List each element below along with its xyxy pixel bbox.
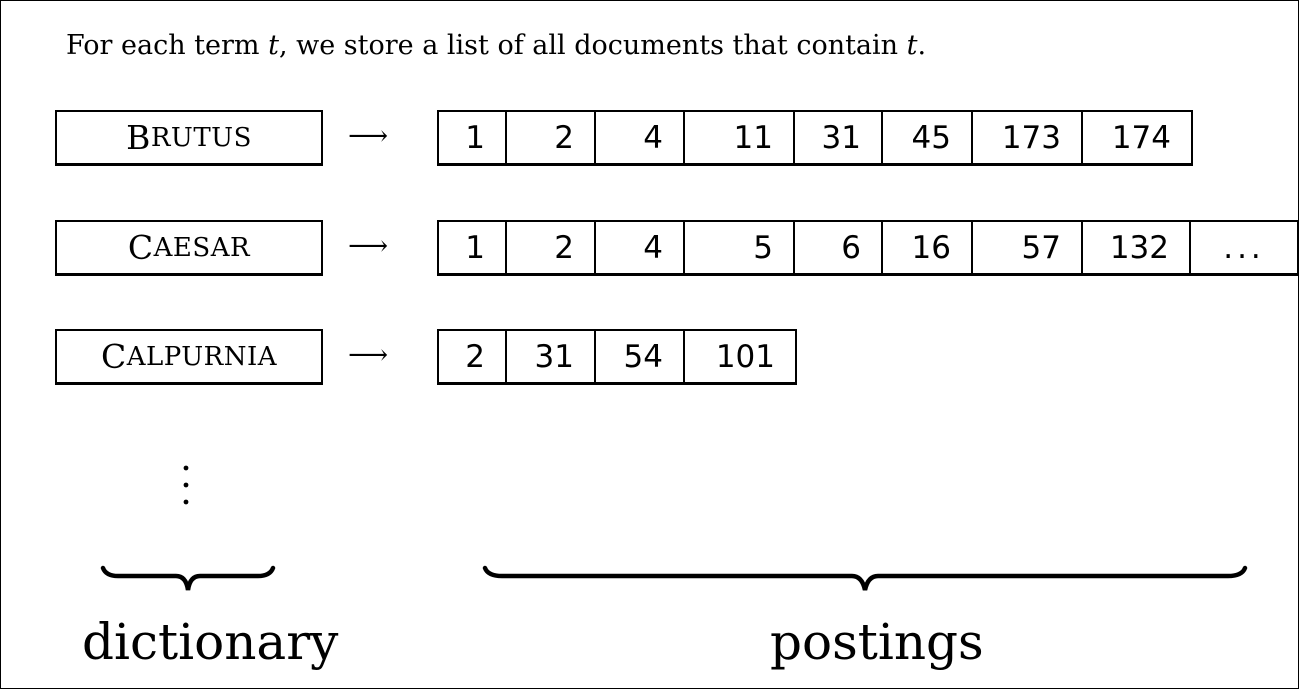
posting-cell: 45 [883,112,973,163]
posting-cell: 101 [715,338,775,375]
postings-label: postings [770,613,984,671]
term-rest: RUTUS [150,122,252,153]
posting-cell: 174 [1111,119,1171,156]
dictionary-label: dictionary [82,613,339,671]
posting-cell: 31 [507,331,596,382]
postings-brace-icon [482,565,1248,591]
posting-cell: 1 [439,112,507,163]
posting-cell: 1 [439,222,507,273]
posting-cell: 4 [596,112,685,163]
term-rest: ALPURNIA [126,341,278,372]
arrow-icon: ⟶ [348,338,389,371]
posting-cell: 4 [596,222,685,273]
term-initial: C [100,337,127,376]
term-initial: B [126,118,151,157]
intro-middle: , we store a list of all documents that … [278,30,907,61]
intro-suffix: . [917,30,927,61]
posting-cell: 2 [507,112,596,163]
term-initial: C [127,228,154,267]
posting-ellipsis: ... [1223,229,1265,266]
intro-term-variable-1: t [268,30,279,61]
arrow-icon: ⟶ [348,229,389,262]
vertical-ellipsis-icon [183,465,189,505]
postings-list-caesar: 1 2 4 5 6 16 57 132 ... [437,220,1299,276]
dictionary-brace-icon [100,565,276,591]
term-rest: AESAR [153,232,251,263]
arrow-icon: ⟶ [348,119,389,152]
posting-cell: 54 [596,331,685,382]
posting-cell: 11 [685,112,795,163]
posting-cell: 2 [507,222,596,273]
posting-cell: 5 [685,222,795,273]
intro-prefix: For each term [66,30,269,61]
posting-cell: 173 [973,112,1083,163]
postings-list-calpurnia: 2 31 54 101 [437,329,797,385]
intro-term-variable-2: t [906,30,918,61]
intro-sentence: For each term t, we store a list of all … [66,30,926,62]
posting-cell: 57 [973,222,1083,273]
postings-list-brutus: 1 2 4 11 31 45 173 174 [437,110,1193,166]
posting-cell: 31 [795,112,883,163]
posting-cell: 16 [883,222,973,273]
posting-cell: 2 [439,331,507,382]
posting-cell: 132 [1083,222,1191,273]
posting-cell: 6 [795,222,883,273]
